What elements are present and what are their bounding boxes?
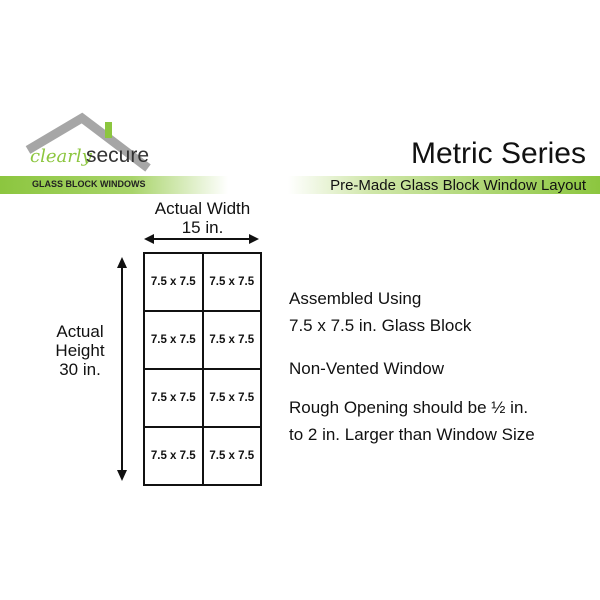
height-value: 30 in. [59,360,101,379]
logo-word: secure [86,144,150,167]
glass-block-cell: 7.5 x 7.5 [202,369,261,427]
rough-line1: Rough Opening should be ½ in. [289,398,529,417]
glass-block-cell: 7.5 x 7.5 [144,253,203,311]
height-label: Actual Height 30 in. [40,322,120,379]
window-layout-grid: 7.5 x 7.5 7.5 x 7.5 7.5 x 7.5 7.5 x 7.5 … [143,252,262,486]
glass-block-cell: 7.5 x 7.5 [202,253,261,311]
height-label-line1: Actual [56,322,104,341]
assembled-info: Assembled Using 7.5 x 7.5 in. Glass Bloc… [289,285,471,339]
logo-script: clearly [30,146,92,167]
glass-block-cell: 7.5 x 7.5 [202,311,261,369]
width-label-text: Actual Width [154,199,251,218]
height-arrow-icon [117,257,127,481]
glass-block-cell: 7.5 x 7.5 [144,311,203,369]
glass-block-cell: 7.5 x 7.5 [144,369,203,427]
height-label-line2: Height [55,341,105,360]
glass-block-cell: 7.5 x 7.5 [144,427,203,485]
width-arrow-icon [144,234,259,244]
vent-info: Non-Vented Window [289,359,444,378]
page-subtitle: Pre-Made Glass Block Window Layout [330,177,586,194]
width-value: 15 in. [181,218,224,237]
width-label: Actual Width 15 in. [140,199,265,237]
assembled-line1: Assembled Using [289,289,422,308]
rough-line2: to 2 in. Larger than Window Size [289,425,535,444]
glass-block-cell: 7.5 x 7.5 [202,427,261,485]
header-bar [0,176,600,194]
rough-opening-info: Rough Opening should be ½ in. to 2 in. L… [289,394,535,448]
logo-tagline: GLASS BLOCK WINDOWS [32,179,146,189]
assembled-line2: 7.5 x 7.5 in. Glass Block [289,316,472,335]
page-title: Metric Series [410,137,586,170]
